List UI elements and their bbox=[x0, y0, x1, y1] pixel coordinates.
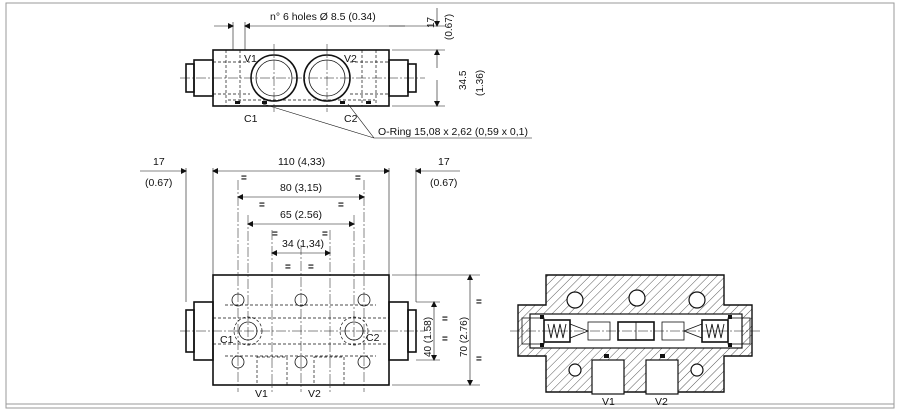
top-dim-17-inch: (0.67) bbox=[444, 14, 455, 40]
front-label-v1: V1 bbox=[255, 388, 268, 400]
front-label-v2: V2 bbox=[308, 388, 321, 400]
front-dim-left-17-inch: (0.67) bbox=[145, 177, 172, 189]
top-label-c1: C1 bbox=[244, 113, 258, 125]
svg-text:=: = bbox=[322, 229, 328, 240]
holes-note: n° 6 holes Ø 8.5 (0.34) bbox=[270, 11, 376, 23]
svg-text:=: = bbox=[355, 173, 361, 184]
svg-text:=: = bbox=[308, 262, 314, 273]
front-dim-110: 110 (4,33) bbox=[278, 156, 325, 168]
top-label-c2: C2 bbox=[344, 113, 358, 125]
front-dim-left-17: 17 bbox=[153, 156, 165, 168]
section-view: V1 V2 bbox=[510, 274, 760, 408]
top-dim-17: 17 bbox=[426, 16, 437, 28]
front-label-c2: C2 bbox=[366, 332, 380, 344]
oring-note: O-Ring 15,08 x 2,62 (0,59 x 0,1) bbox=[378, 126, 528, 138]
front-dim-40: 40 (1.58) bbox=[423, 317, 434, 357]
top-label-v2: V2 bbox=[344, 53, 357, 65]
svg-text:=: = bbox=[285, 262, 291, 273]
svg-text:=: = bbox=[241, 173, 247, 184]
svg-text:=: = bbox=[476, 354, 482, 365]
front-dim-65: 65 (2.56) bbox=[280, 209, 322, 221]
top-label-v1: V1 bbox=[244, 53, 257, 65]
equal-marks: = = = = = = = = = = = = bbox=[241, 173, 482, 365]
top-view: n° 6 holes Ø 8.5 (0.34) 17 (0.67) 34.5 (… bbox=[180, 8, 532, 139]
front-view: 17 (0.67) 17 (0.67) 110 (4,33) 80 (3,15)… bbox=[140, 156, 482, 400]
svg-text:=: = bbox=[272, 229, 278, 240]
svg-text:=: = bbox=[259, 200, 265, 211]
svg-text:=: = bbox=[442, 314, 448, 325]
front-dim-70: 70 (2.76) bbox=[459, 317, 470, 357]
front-dim-right-17-inch: (0.67) bbox=[430, 177, 457, 189]
section-label-v1: V1 bbox=[602, 396, 615, 408]
svg-text:=: = bbox=[338, 200, 344, 211]
front-dim-right-17: 17 bbox=[438, 156, 450, 168]
front-dim-80: 80 (3,15) bbox=[280, 182, 322, 194]
svg-text:=: = bbox=[442, 334, 448, 345]
front-label-c1: C1 bbox=[220, 334, 234, 346]
section-label-v2: V2 bbox=[655, 396, 668, 408]
svg-text:=: = bbox=[476, 297, 482, 308]
top-dim-height-inch: (1.36) bbox=[475, 70, 486, 96]
top-dim-height: 34.5 bbox=[458, 70, 469, 90]
front-dim-34: 34 (1,34) bbox=[282, 238, 324, 250]
drawing-frame bbox=[5, 2, 895, 409]
